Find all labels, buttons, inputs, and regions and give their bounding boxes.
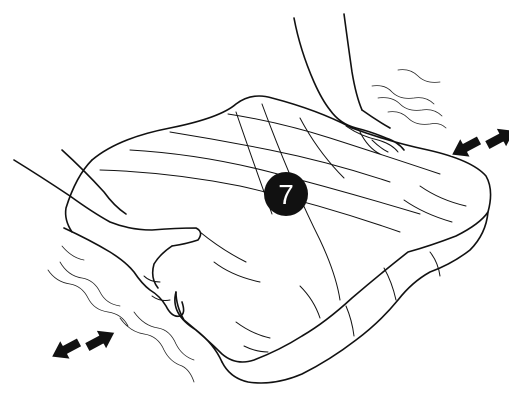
step-badge: 7: [264, 172, 308, 216]
seat-cushion: [66, 96, 491, 383]
upper-hand: [294, 14, 404, 152]
double-arrow-right-to-left-icon: [446, 114, 509, 172]
double-arrow-left-to-right-icon: [46, 316, 120, 374]
step-number: 7: [278, 179, 294, 210]
motion-lines-top-right: [372, 70, 446, 128]
